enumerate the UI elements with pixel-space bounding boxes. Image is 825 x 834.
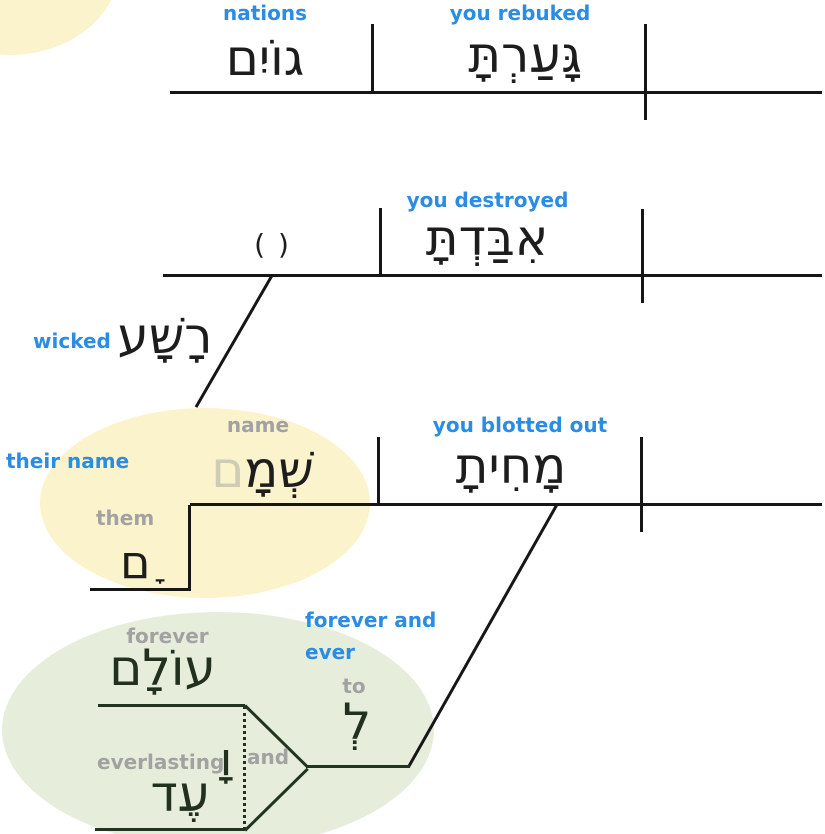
clause2-object-divider [379,208,382,274]
clause3-verb-gloss: you blotted out [432,413,608,437]
forever-ever-highlight-ellipse [2,612,434,834]
clause2-baseline [163,274,822,277]
clause2-verb-hebrew[interactable]: אִבַּדְתָּ [425,209,549,267]
suffix-hebrew[interactable]: ם ָ [95,536,185,589]
clause2-subject-divider [641,209,644,303]
clause1-object-gloss: nations [222,1,308,25]
clause3-verb-hebrew[interactable]: מָחִיתָ [455,437,567,495]
clause2-object-placeholder: ( ) [254,228,291,261]
conjunction-hebrew[interactable]: וָ [219,732,233,786]
clause1-subject-divider [644,24,647,120]
clause3-noun-gloss: name [226,413,290,437]
clause3-baseline [190,503,822,506]
clause2-modifier-hebrew[interactable]: רָשָׁע [117,307,213,365]
clause1-verb-hebrew[interactable]: גָּעַרְתָּ [468,26,582,84]
forever-gloss: forever [126,624,209,648]
suffix-vowel: ָ [150,551,161,586]
clause2-verb-gloss: you destroyed [406,188,569,212]
conjunction-gloss: and [247,745,290,769]
phrase-gloss: forever and ever [305,604,436,668]
prep-hebrew[interactable]: לְ [342,693,372,751]
phrase-gloss-line2: ever [305,640,356,664]
forever-hebrew[interactable]: עוֹלָם [109,639,216,697]
clause1-verb-gloss: you rebuked [449,1,591,25]
clause3-object-divider [377,437,380,503]
phrase-gloss-line1: forever and [305,608,437,632]
prep-gloss: to [342,674,366,698]
clause3-noun-hebrew[interactable]: שְׁמָם [185,441,340,500]
clause1-baseline [170,91,822,94]
suffix-step-baseline [90,588,191,591]
clause2-modifier-gloss: wicked [33,329,111,353]
everlasting-baseline [95,828,245,831]
noun-stem: שְׁמָ [244,441,314,499]
suffix-step-vertical [188,505,191,590]
noun-suffix-faded: ם [211,441,245,499]
everlasting-gloss: everlasting [97,750,225,774]
suffix-letter: ם [119,535,151,589]
everlasting-hebrew[interactable]: עֶד [150,765,210,823]
clause1-object-divider [371,24,374,91]
suffix-gloss: them [96,506,155,530]
corner-highlight-ellipse [0,0,120,55]
clause3-subject-divider [640,437,643,532]
conjunction-dotted-line [243,706,246,830]
clause3-phrase-gloss: their name [6,449,130,473]
phrase-apex-line [306,765,410,768]
clause1-object-hebrew[interactable]: גוֹיִם [225,29,305,87]
forever-baseline [98,704,245,707]
